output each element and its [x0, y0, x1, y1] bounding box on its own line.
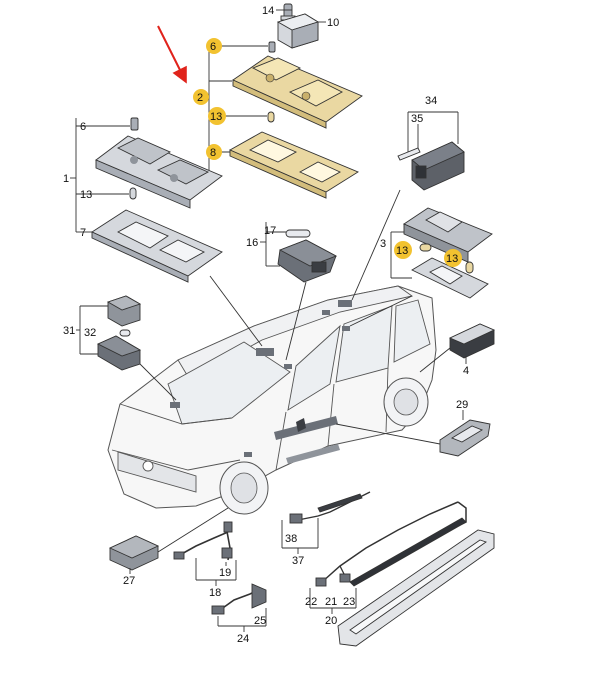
part-24-cable: [211, 583, 267, 615]
callout-25: 25: [254, 615, 266, 627]
callout-14-text: 14: [262, 5, 274, 17]
callout-23-text: 23: [343, 596, 355, 608]
callout-2-highlight: 2: [193, 89, 209, 105]
callout-32: 32: [84, 327, 96, 339]
callout-38-text: 38: [285, 533, 297, 545]
callout-3-text: 3: [380, 238, 386, 250]
callout-27-text: 27: [123, 575, 135, 587]
part-29-lens: [439, 419, 491, 457]
part-7-grey-frame: [91, 209, 223, 283]
callout-20: 20: [325, 615, 337, 627]
callout-32-text: 32: [84, 327, 96, 339]
callout-20-text: 20: [325, 615, 337, 627]
callout-16: 16: [246, 237, 258, 249]
callout-13-right-a: 13: [394, 241, 412, 259]
callout-31-text: 31: [63, 325, 75, 337]
callouts: 14 10 6 2 13 8 6 1 13 7: [63, 5, 469, 645]
part-4-door-light: [448, 323, 496, 359]
part-6-screw-upper: [268, 41, 276, 53]
part-1-grey-console: [95, 135, 223, 209]
part-20-door-wiring: [315, 501, 467, 587]
part-13-bulb-upper: [267, 111, 275, 123]
callout-13-right-a-text: 13: [396, 245, 408, 257]
callout-13-right-b-text: 13: [446, 253, 458, 265]
callout-8-text: 8: [210, 147, 216, 159]
callout-18: 18: [209, 587, 221, 599]
part-18-wiring-harness: [173, 521, 233, 561]
callout-13-highlight: 13: [208, 107, 226, 125]
callout-27: 27: [123, 575, 135, 587]
callout-18-text: 18: [209, 587, 221, 599]
part-31-lamp-housing-left: [106, 295, 142, 327]
callout-14: 14: [262, 5, 274, 17]
callout-13-text: 13: [210, 111, 222, 123]
callout-1-text: 1: [63, 173, 69, 185]
part-13-bulb-right-a: [419, 243, 432, 252]
part-34-lamp-housing: [411, 141, 465, 191]
callout-37: 37: [292, 555, 304, 567]
callout-16-text: 16: [246, 237, 258, 249]
callout-6-text: 6: [210, 41, 216, 53]
part-2-overhead-console: [232, 55, 363, 129]
part-13-bulb-left: [129, 187, 137, 200]
callout-24: 24: [237, 633, 249, 645]
callout-6-left-text: 6: [80, 121, 86, 133]
part-35-bulb: [397, 147, 421, 161]
callout-3: 3: [380, 238, 386, 250]
callout-34-text: 34: [425, 95, 437, 107]
part-31-lamp-unit-left: [96, 335, 142, 371]
callout-6-highlight: 6: [206, 38, 222, 54]
callout-4-text: 4: [463, 365, 469, 377]
callout-10: 10: [327, 17, 339, 29]
part-27-module: [108, 535, 160, 571]
callout-34: 34: [425, 95, 437, 107]
red-pointer-arrow: [157, 25, 187, 84]
callout-13-left-text: 13: [80, 189, 92, 201]
part-13-bulb-right-b: [465, 261, 474, 274]
callout-19: 19: [219, 567, 231, 579]
callout-8-highlight: 8: [206, 144, 222, 160]
callout-13-right-b: 13: [444, 249, 462, 267]
part-17-festoon-bulb: [285, 229, 311, 238]
callout-2-text: 2: [197, 92, 203, 104]
part-10-control-unit: [276, 13, 320, 49]
callout-21-text: 21: [325, 596, 337, 608]
callout-35: 35: [411, 113, 423, 125]
callout-7-text: 7: [80, 227, 86, 239]
car-body: [107, 285, 437, 515]
callout-7: 7: [80, 227, 86, 239]
callout-29: 29: [456, 399, 468, 411]
callout-24-text: 24: [237, 633, 249, 645]
callout-13-left: 13: [80, 189, 92, 201]
callout-35-text: 35: [411, 113, 423, 125]
part-8-frame: [228, 131, 359, 199]
callout-4: 4: [463, 365, 469, 377]
part-37-cable: [289, 491, 371, 524]
part-32-bulb: [119, 329, 131, 337]
callout-21: 21: [325, 596, 337, 608]
callout-22-text: 22: [305, 596, 317, 608]
callout-23: 23: [343, 596, 355, 608]
callout-22: 22: [305, 596, 317, 608]
callout-6-left: 6: [80, 121, 86, 133]
callout-38: 38: [285, 533, 297, 545]
part-sill-trim: [337, 529, 495, 647]
callout-17-text: 17: [264, 225, 276, 237]
callout-10-text: 10: [327, 17, 339, 29]
callout-37-text: 37: [292, 555, 304, 567]
callout-29-text: 29: [456, 399, 468, 411]
callout-1: 1: [63, 173, 69, 185]
part-3-frame-right: [411, 257, 489, 299]
callout-25-text: 25: [254, 615, 266, 627]
part-6-screw-left: [130, 117, 139, 131]
callout-17: 17: [264, 225, 276, 237]
callout-31: 31: [63, 325, 75, 337]
callout-19-text: 19: [219, 567, 231, 579]
part-16-light-unit: [277, 239, 338, 283]
